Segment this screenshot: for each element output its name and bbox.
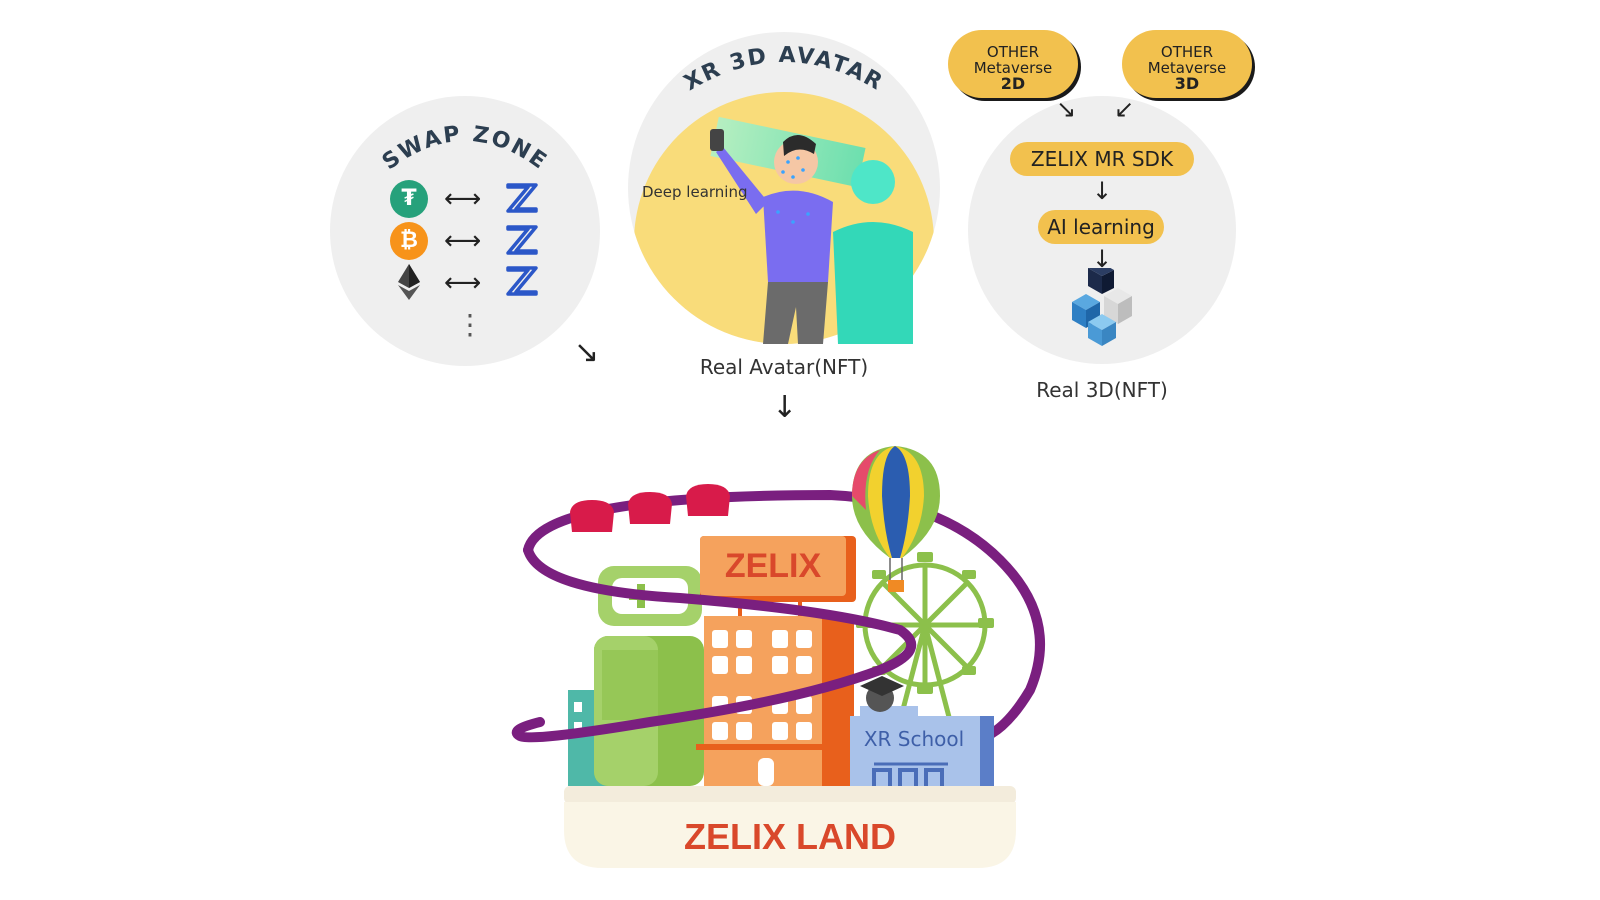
zelix-z-icon xyxy=(506,225,538,255)
zelix-z-icon xyxy=(506,266,538,296)
zelix-sign-text: ZELIX xyxy=(724,547,822,585)
swap-zone-title: SWAP ZONE xyxy=(378,122,552,175)
zelix-land-illustration xyxy=(511,446,1045,868)
avatar-caption: Real Avatar(NFT) xyxy=(699,355,869,379)
zelix-land-title: ZELIX LAND xyxy=(684,816,896,857)
ai-to-cube-arrow: ↓ xyxy=(1092,245,1113,273)
zelix-z-icon xyxy=(506,183,538,213)
ai-learning-label: AI learning xyxy=(1038,210,1164,244)
real-3d-caption: Real 3D(NFT) xyxy=(1036,378,1168,402)
more-dots: ⋮ xyxy=(456,308,484,341)
deep-learning-label: Deep learning xyxy=(642,183,748,201)
sdk-to-ai-arrow: ↓ xyxy=(1092,177,1113,205)
svg-text:XR 3D AVATAR: XR 3D AVATAR xyxy=(680,43,888,96)
bubble-2d-arrow: ↘ xyxy=(1056,95,1077,123)
other-metaverse-3d-bubble: OTHER Metaverse 3D xyxy=(1122,30,1252,98)
bitcoin-icon: ₿ xyxy=(390,222,428,260)
swap-to-land-arrow: ↘ xyxy=(574,335,600,370)
xr-school-label: XR School xyxy=(863,727,965,751)
avatar-illustration xyxy=(710,129,913,344)
other-metaverse-2d-bubble: OTHER Metaverse 2D xyxy=(948,30,1078,98)
swap-arrow-3: ⟷ xyxy=(444,268,482,298)
cube-stack-icon xyxy=(1072,268,1132,346)
swap-arrow-2: ⟷ xyxy=(444,226,482,256)
swap-arrow-1: ⟷ xyxy=(444,184,482,214)
svg-text:SWAP ZONE: SWAP ZONE xyxy=(378,122,552,175)
tether-icon: ₮ xyxy=(390,180,428,218)
avatar-to-land-arrow: ↓ xyxy=(772,390,798,425)
swap-zone-circle xyxy=(330,96,600,366)
ethereum-icon xyxy=(398,264,420,300)
avatar-title: XR 3D AVATAR xyxy=(680,43,888,96)
bubble-3d-arrow: ↙ xyxy=(1114,95,1135,123)
zelix-mr-sdk-label: ZELIX MR SDK xyxy=(1010,142,1194,176)
